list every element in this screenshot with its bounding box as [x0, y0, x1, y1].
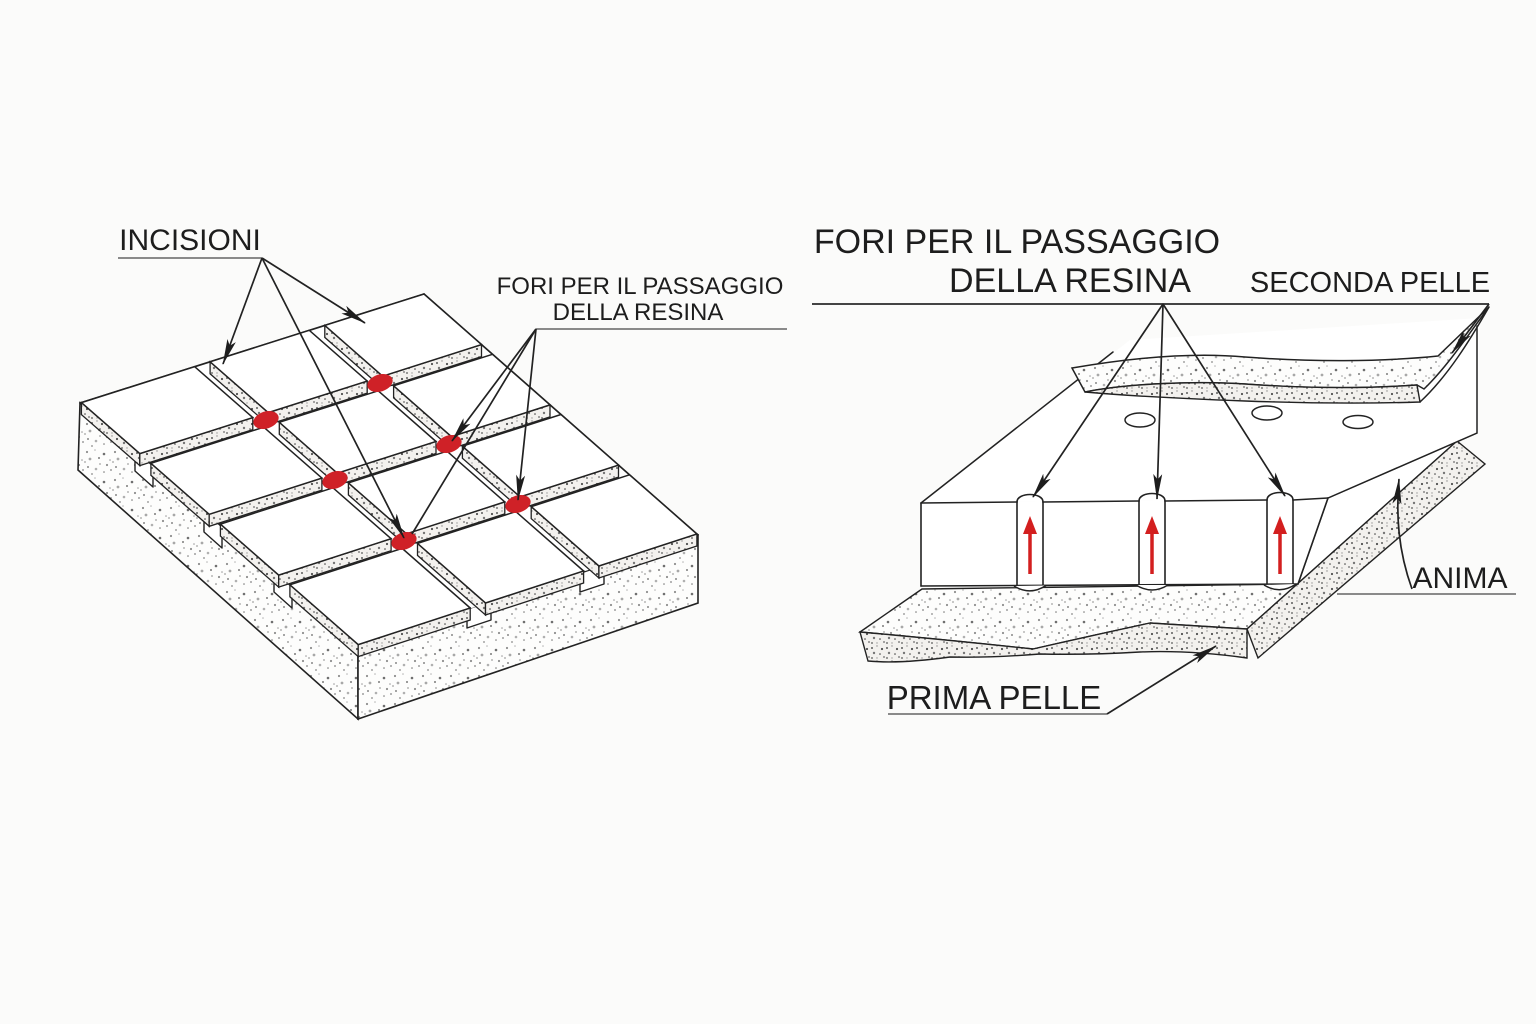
- fori-left-label-line1: FORI PER IL PASSAGGIO: [497, 273, 784, 300]
- seconda-pelle-arrow: [1451, 303, 1490, 354]
- incisioni-label: INCISIONI: [119, 224, 261, 257]
- incisioni-arrows: [222, 257, 405, 539]
- fori-title-line2: DELLA RESINA: [949, 262, 1191, 300]
- slab-right-face: [357, 533, 699, 721]
- prima-pelle-arrow: [1106, 645, 1217, 715]
- fori-title-line1: FORI PER IL PASSAGGIO: [814, 223, 1220, 261]
- fori-left-label-line2: DELLA RESINA: [553, 299, 724, 326]
- fori-title-arrows: [1032, 303, 1286, 500]
- seconda-pelle-sheet: [1070, 306, 1490, 404]
- prima-pelle-right-band: [1246, 440, 1487, 660]
- anima-label: ANIMA: [1412, 562, 1507, 595]
- seconda-pelle-label: SECONDA PELLE: [1250, 267, 1490, 299]
- right-diagram: FORI PER IL PASSAGGIO DELLA RESINA SECON…: [812, 223, 1516, 716]
- prima-pelle-label: PRIMA PELLE: [887, 679, 1102, 716]
- resin-flow-arrows: [1023, 516, 1287, 574]
- anima-front-face: [920, 491, 1329, 592]
- fori-left-arrows: [411, 328, 537, 535]
- channel-bottom-bulges: [1013, 583, 1297, 592]
- tile-grid: [79, 293, 699, 659]
- anima-arrow: [1392, 478, 1413, 590]
- left-diagram: INCISIONI FORI PER IL PASSAGGIO DELLA RE…: [77, 224, 787, 721]
- resin-holes-top: [1124, 405, 1374, 430]
